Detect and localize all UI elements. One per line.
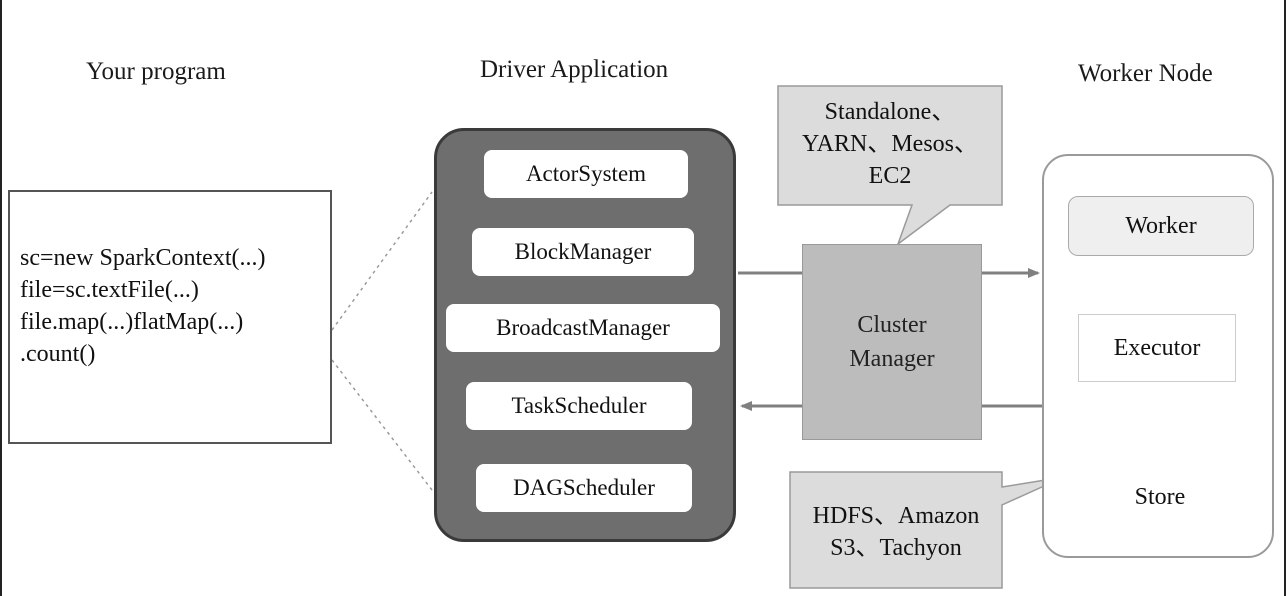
- code-line: .count(): [20, 341, 96, 367]
- actor-system-component: ActorSystem: [484, 150, 688, 198]
- zoom-line-top: [331, 191, 433, 331]
- callout-line: Standalone、: [824, 99, 956, 125]
- code-line: file=sc.textFile(...): [20, 277, 199, 303]
- storage-types-callout: HDFS、Amazon S3、Tachyon: [790, 500, 1002, 564]
- cluster-manager-label-line2: Manager: [849, 346, 935, 372]
- program-code-box: sc=new SparkContext(...) file=sc.textFil…: [8, 190, 332, 444]
- code-line: file.map(...)flatMap(...): [20, 309, 244, 335]
- block-manager-component: BlockManager: [472, 228, 694, 276]
- cluster-manager-box: Cluster Manager: [802, 244, 982, 440]
- dag-scheduler-component: DAGScheduler: [476, 464, 692, 512]
- broadcast-manager-component: BroadcastManager: [446, 304, 720, 352]
- worker-box: Worker: [1068, 196, 1254, 256]
- task-scheduler-component: TaskScheduler: [466, 382, 692, 430]
- executor-box: Executor: [1078, 314, 1236, 382]
- program-heading: Your program: [86, 58, 226, 85]
- store-callout-shape: [789, 471, 1065, 589]
- worker-node-heading: Worker Node: [1078, 60, 1213, 87]
- store-label: Store: [1134, 484, 1186, 510]
- callout-line: YARN、Mesos、: [801, 131, 978, 157]
- callout-line: S3、Tachyon: [830, 535, 962, 561]
- callout-line: HDFS、Amazon: [812, 503, 980, 529]
- cluster-types-callout: Standalone、 YARN、Mesos、 EC2: [778, 96, 1002, 192]
- cluster-manager-label-line1: Cluster: [857, 312, 927, 338]
- cluster-callout-shape: [777, 85, 1003, 247]
- zoom-line-bottom: [331, 359, 433, 491]
- driver-heading: Driver Application: [480, 56, 669, 83]
- callout-line: EC2: [868, 163, 912, 189]
- code-line: sc=new SparkContext(...): [20, 245, 266, 271]
